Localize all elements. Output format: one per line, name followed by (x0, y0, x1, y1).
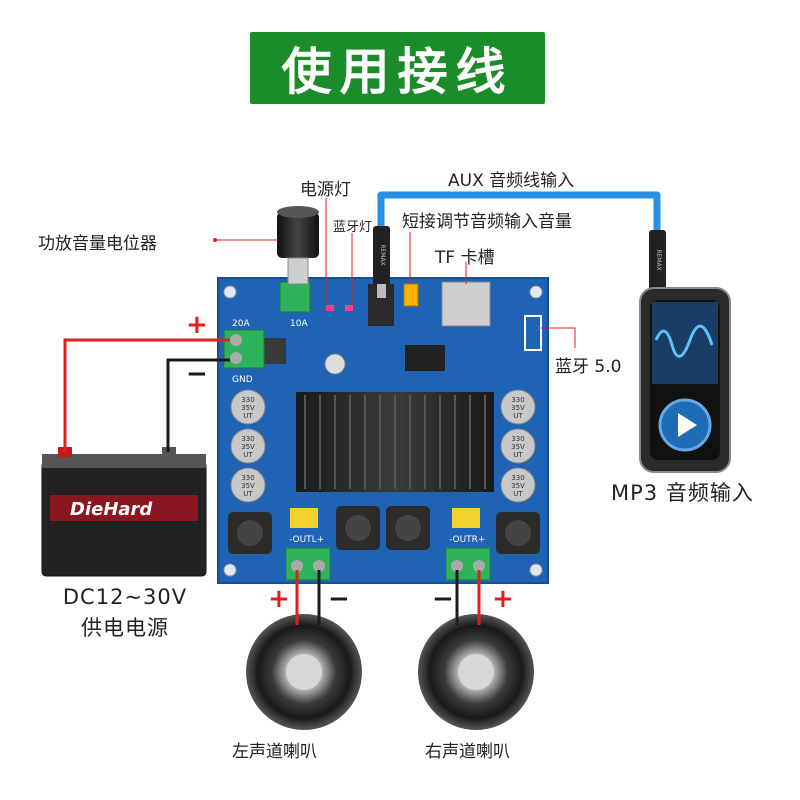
capacitor-text: 35V (241, 482, 255, 490)
capacitor-text: 330 (241, 435, 254, 443)
mount-hole (529, 563, 543, 577)
capacitor-text: 330 (511, 435, 524, 443)
capacitor-text: UT (513, 412, 523, 420)
aux-plug-board (373, 226, 390, 298)
label-power-light: 电源灯 (300, 180, 351, 200)
battery-plus-sign: + (186, 310, 208, 340)
tf-card-slot (441, 281, 491, 327)
capacitor-text: UT (513, 451, 523, 459)
bluetooth-antenna (524, 315, 542, 351)
label-right-speaker: 右声道喇叭 (425, 742, 510, 762)
capacitor-text: 330 (241, 396, 254, 404)
capacitor-text: 330 (511, 474, 524, 482)
mount-hole (223, 285, 237, 299)
label-bluetooth: 蓝牙 5.0 (555, 357, 622, 377)
capacitor-text: 35V (511, 482, 525, 490)
label-potentiometer: 功放音量电位器 (38, 234, 157, 254)
label-power-supply: 供电电源 (81, 616, 169, 640)
right-minus-sign: − (432, 584, 454, 614)
jack-brand-text: REMAX (379, 244, 386, 265)
power-input-terminal (223, 329, 265, 369)
film-capacitor (290, 508, 318, 528)
page-title: 使用接线 (281, 43, 514, 101)
capacitor-text: UT (243, 451, 253, 459)
left-speaker (246, 614, 362, 730)
label-left-speaker: 左声道喇叭 (232, 742, 317, 762)
mp3-player[interactable] (639, 287, 731, 473)
positive-power-wire (63, 338, 230, 452)
gnd-text: GND (232, 375, 253, 385)
volume-jumper (403, 283, 419, 307)
bluetooth-led (345, 305, 353, 311)
aux-cable (377, 191, 661, 232)
power-rating-text: 20A (232, 319, 250, 329)
capacitor-text: 35V (511, 404, 525, 412)
capacitor-text: 330 (241, 474, 254, 482)
mount-hole (223, 563, 237, 577)
film-capacitor (452, 508, 480, 528)
capacitor-text: UT (243, 412, 253, 420)
outl-text: -OUTL+ (289, 535, 324, 545)
capacitor-text: UT (513, 490, 523, 498)
jack-brand-text: REMAX (655, 249, 662, 270)
heatsink-fins (304, 395, 486, 489)
small-capacitor (324, 353, 346, 375)
capacitor-text: 35V (241, 443, 255, 451)
capacitor-text: 35V (241, 404, 255, 412)
mount-hole (529, 285, 543, 299)
label-short-volume: 短接调节音频输入音量 (402, 212, 572, 232)
battery-brand-text: DieHard (70, 499, 153, 520)
outr-text: -OUTR+ (449, 535, 485, 545)
aux-plug-mp3 (649, 230, 666, 290)
title-banner: 使用接线 (250, 32, 545, 104)
label-tf-slot: TF 卡槽 (435, 248, 495, 268)
potentiometer-knob[interactable] (277, 206, 319, 285)
power-led (326, 305, 334, 311)
capacitor-text: UT (243, 490, 253, 498)
play-icon (678, 413, 697, 437)
label-mp3-input: MP3 音频输入 (611, 481, 754, 505)
left-plus-sign: + (268, 584, 290, 614)
leader-bluetooth (541, 327, 576, 348)
capacitor-group-right (500, 389, 536, 503)
capacitor-group-left (230, 389, 266, 503)
label-bluetooth-light: 蓝牙灯 (333, 220, 373, 235)
right-speaker (418, 614, 534, 730)
fuse-text: 10A (290, 319, 308, 329)
regulator (264, 338, 286, 364)
battery-minus-sign: − (186, 359, 208, 389)
right-plus-sign: + (492, 584, 514, 614)
amplifier-board: 20A GND 10A -OUTL+ -OUTR+ (217, 277, 549, 584)
battery: DieHard (41, 447, 207, 577)
capacitor-text: 35V (511, 443, 525, 451)
left-minus-sign: − (328, 584, 350, 614)
label-power-supply-voltage: DC12~30V (62, 585, 188, 609)
label-aux-input: AUX 音频线输入 (448, 171, 575, 191)
negative-power-wire (166, 358, 230, 452)
potentiometer-terminal (279, 281, 311, 313)
bluetooth-chip (405, 345, 445, 371)
capacitor-text: 330 (511, 396, 524, 404)
